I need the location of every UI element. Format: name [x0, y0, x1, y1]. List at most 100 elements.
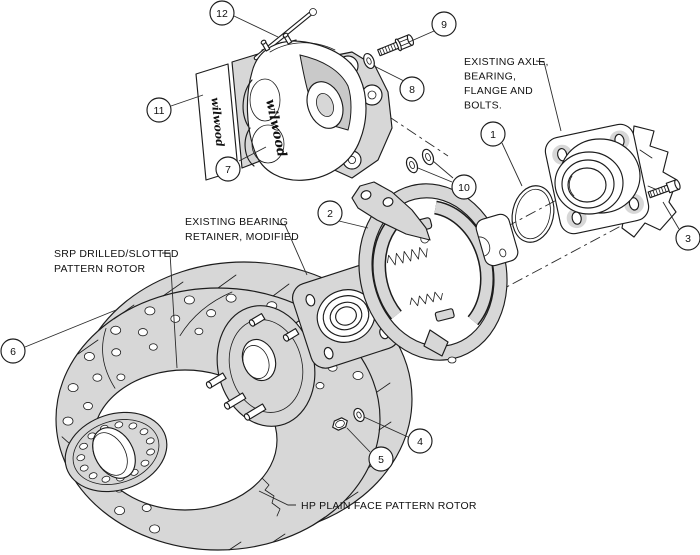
- callout-circle: [431, 11, 457, 37]
- washer: [421, 148, 435, 166]
- label-hp-rotor: HP PLAIN FACE PATTERN ROTOR: [301, 500, 477, 512]
- rotor-hat: [64, 411, 168, 493]
- stud-cap: [205, 381, 213, 389]
- caliper-bolt-9: [377, 34, 415, 57]
- bolt9-shank: [377, 41, 400, 57]
- caliper-bridge-line: [269, 42, 336, 53]
- callout-number: 8: [409, 84, 415, 96]
- flange-bolt-3: [647, 179, 681, 199]
- callout-number: 3: [685, 233, 691, 245]
- stud-cap: [282, 334, 290, 342]
- callout-2: 2: [317, 200, 343, 226]
- callout-number: 4: [417, 436, 423, 448]
- leader-11: [170, 94, 204, 107]
- pin-eye: [309, 8, 317, 16]
- label-line: RETAINER, MODIFIED: [185, 231, 299, 243]
- leader-2: [338, 220, 369, 229]
- parking-lever: [423, 329, 449, 357]
- leader-6: [24, 309, 117, 348]
- cable-bracket-notch: [478, 236, 491, 257]
- washer-4: [353, 407, 365, 423]
- bore-crescent: [568, 175, 575, 197]
- bolt3-threads: [649, 185, 667, 198]
- caliper-lobe-upper: [242, 79, 253, 127]
- leader-1: [501, 142, 523, 187]
- callout-circle: [675, 225, 700, 251]
- bearing-barrel-bore: [567, 167, 607, 203]
- mount-arm-hole: [360, 190, 372, 200]
- washer-8: [363, 52, 375, 70]
- callout-4: 4: [407, 428, 433, 454]
- wheel-stud: [223, 392, 247, 410]
- label-line: EXISTING BEARING: [185, 216, 288, 228]
- o-ring-outer: [511, 185, 555, 243]
- lower-axis-centerline: [337, 218, 635, 378]
- leader-label-srp: [162, 252, 178, 369]
- callout-number: 11: [154, 105, 165, 117]
- retainer-bearing-mid: [322, 295, 370, 337]
- washers-10: [405, 148, 435, 174]
- lever-pivot: [447, 356, 457, 364]
- washer4-hole: [356, 411, 362, 419]
- cable-bracket-body: [475, 213, 519, 267]
- callout-circle: [451, 174, 477, 200]
- washer-hole: [409, 160, 415, 170]
- bleed-screw-tip: [282, 32, 289, 38]
- hat-inner-ring: [72, 419, 160, 485]
- callout-11: 11: [146, 97, 172, 123]
- washer: [405, 156, 419, 174]
- caliper-window-inner: [316, 92, 334, 118]
- stud-cap: [243, 413, 251, 421]
- bleed-screw: [282, 32, 293, 45]
- leader-4: [363, 416, 409, 438]
- hat-bore-inner-edge: [92, 432, 128, 476]
- stud-cap: [223, 402, 231, 410]
- caliper-mount-ear-hole: [347, 155, 356, 164]
- return-spring-upper: [387, 247, 428, 266]
- callout-3: 3: [675, 225, 700, 251]
- shoe-adjuster: [434, 308, 455, 322]
- leader-lines: [24, 15, 680, 506]
- caliper-mount-arm: [351, 181, 431, 241]
- wheel-stud: [248, 312, 266, 327]
- retainer-bore: [335, 306, 357, 326]
- leader-9: [408, 30, 435, 43]
- caliper: wilwood: [242, 32, 393, 181]
- stud-cap: [248, 319, 256, 327]
- leader-8: [373, 65, 405, 82]
- label-bearing-retainer: EXISTING BEARING RETAINER, MODIFIED: [185, 216, 299, 243]
- callout-number: 10: [458, 182, 470, 194]
- nut5-hole: [334, 419, 345, 429]
- label-line: BOLTS.: [464, 100, 502, 112]
- leader-label-hp: [258, 490, 296, 506]
- label-line: BEARING,: [464, 71, 516, 83]
- label-line: HP PLAIN FACE PATTERN ROTOR: [301, 500, 477, 512]
- wheel-stud: [205, 372, 227, 389]
- label-line: SRP DRILLED/SLOTTED: [54, 248, 179, 260]
- callout-6: 6: [0, 338, 26, 364]
- caliper-mount-ear-hole: [367, 90, 377, 100]
- callout-number: 2: [327, 208, 333, 220]
- label-srp-rotor: SRP DRILLED/SLOTTED PATTERN ROTOR: [54, 248, 179, 275]
- o-ring-inner: [515, 188, 551, 240]
- bolt3-head-cap: [674, 179, 681, 190]
- callout-9: 9: [431, 11, 457, 37]
- callout-circle: [0, 338, 26, 364]
- caliper-piston-lower: [251, 124, 285, 164]
- callout-12: 12: [209, 0, 235, 26]
- callout-circle: [317, 200, 343, 226]
- bleed-screw: [260, 39, 271, 52]
- rotor-pattern-split-jag: [261, 477, 281, 517]
- bolt9-head-facet: [399, 38, 410, 47]
- bolt3-shank: [647, 184, 670, 199]
- callout-7: 7: [215, 156, 241, 182]
- callout-number: 9: [441, 19, 447, 31]
- leader-label-axle: [535, 60, 562, 132]
- leader-7: [238, 146, 267, 162]
- leader-10a: [417, 167, 453, 183]
- cable-bracket-hole: [499, 248, 507, 258]
- leader-3: [662, 201, 680, 230]
- bolt9-head-cap: [406, 34, 415, 46]
- label-existing-axle: EXISTING AXLE, BEARING, FLANGE AND BOLTS…: [464, 56, 548, 112]
